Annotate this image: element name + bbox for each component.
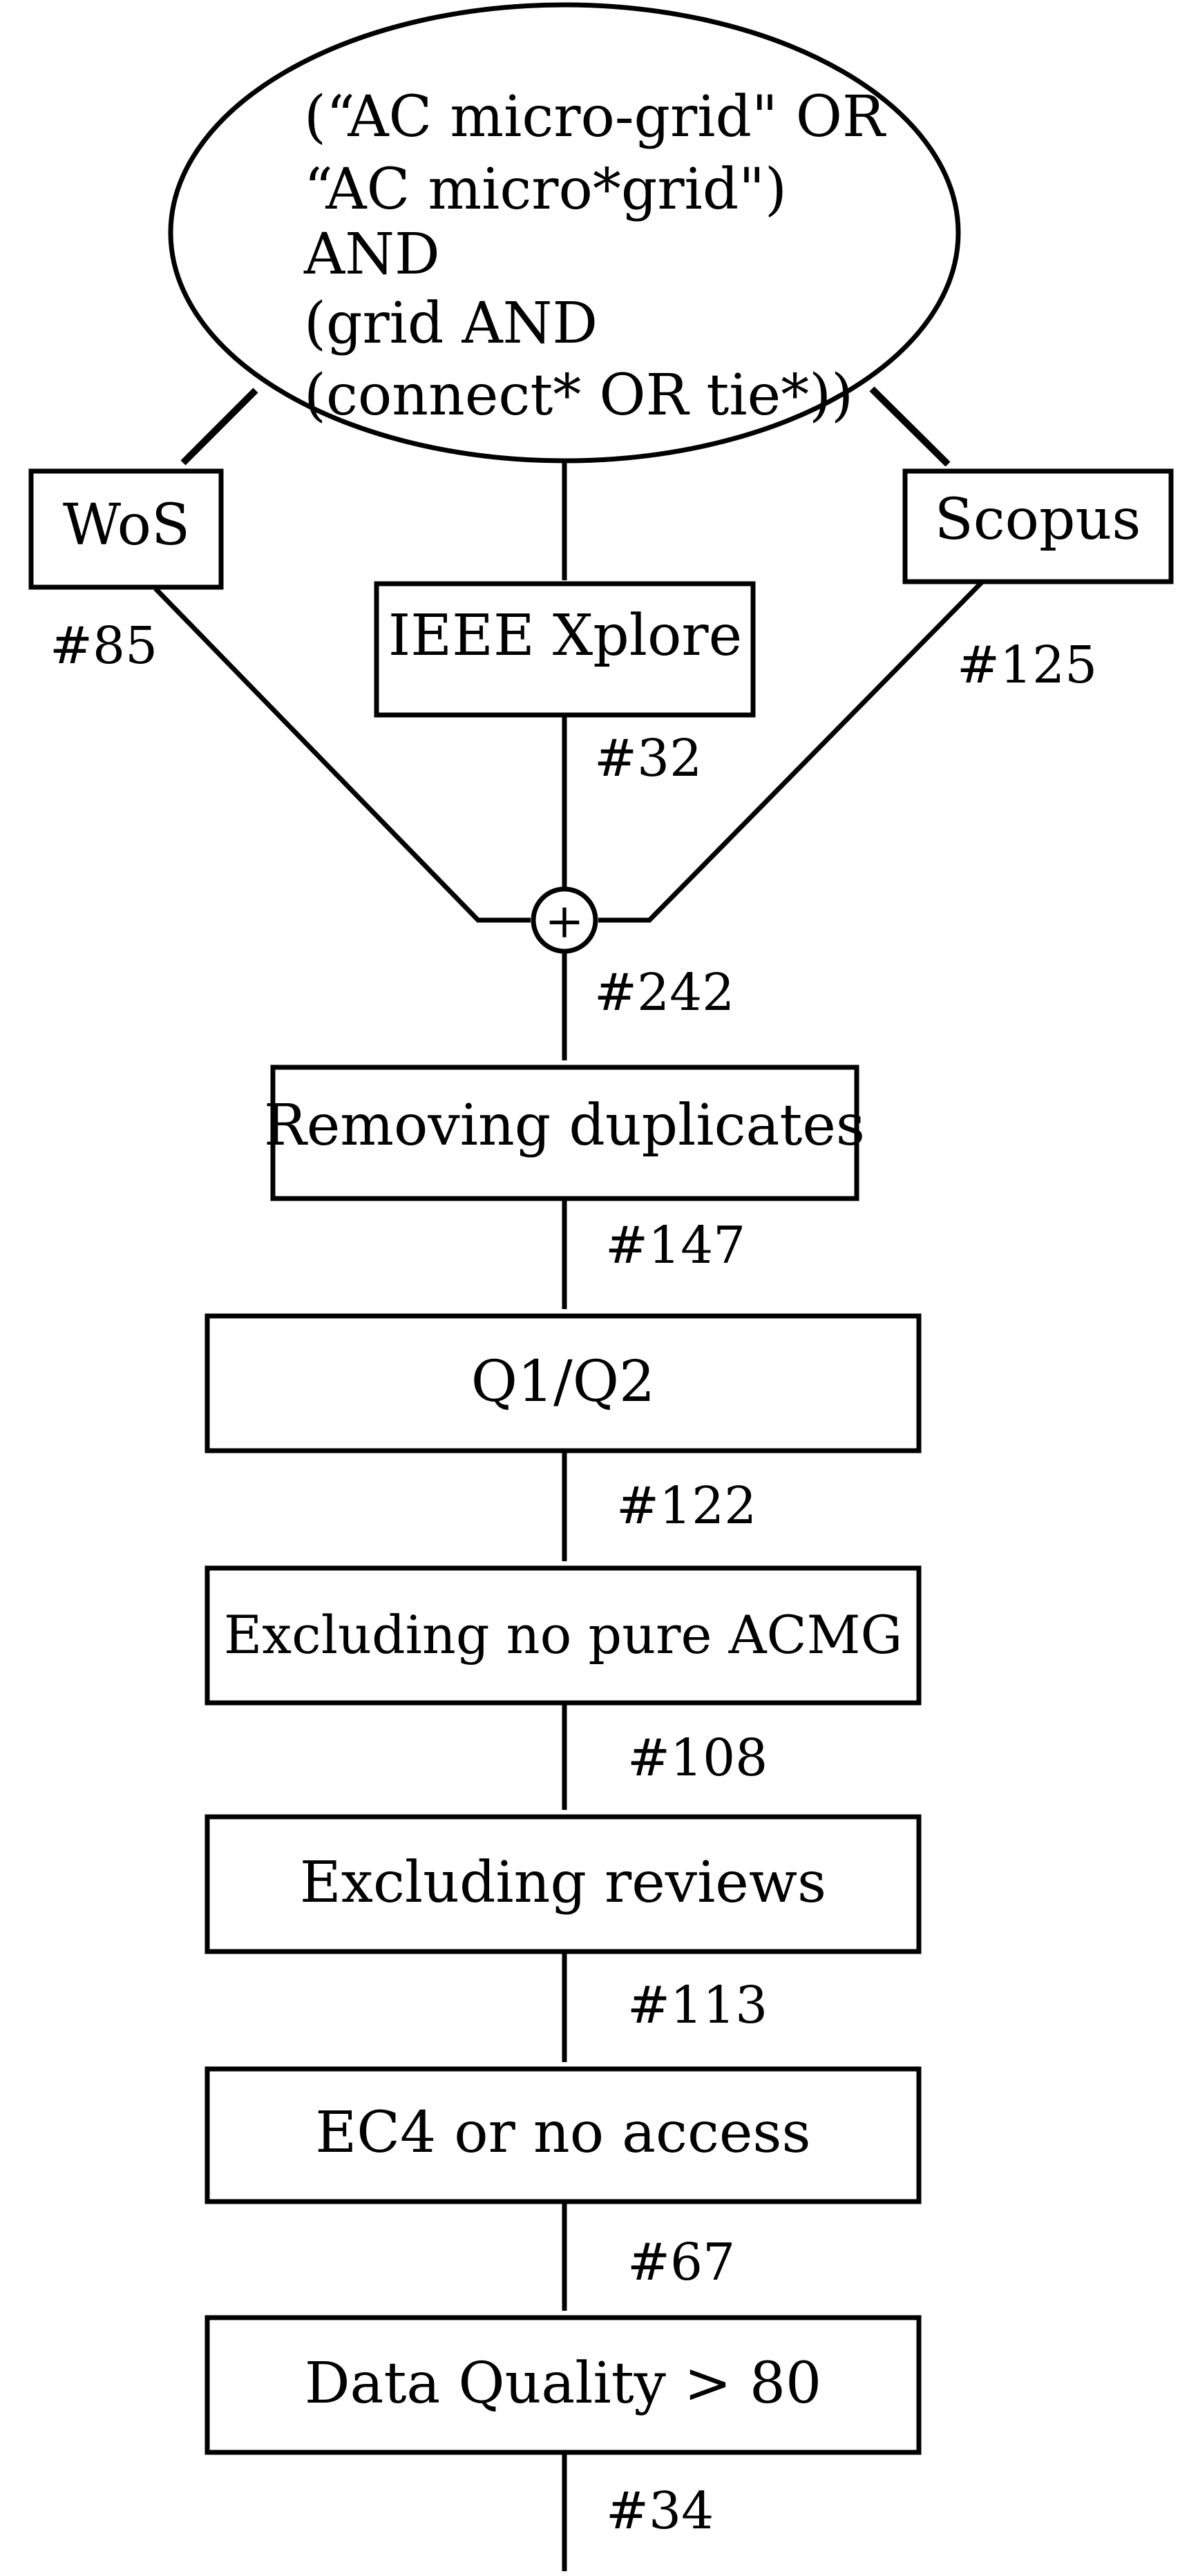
query-line-2: “AC micro*grid") [304, 157, 787, 222]
wos-label: WoS [63, 493, 190, 558]
step-6-label: Data Quality > 80 [305, 2351, 821, 2416]
step-3-node: Excluding no pure ACMG [204, 1565, 922, 1706]
step-5-box [204, 2066, 922, 2204]
step-5-label: EC4 or no access [315, 2100, 810, 2166]
step-3-label: Excluding no pure ACMG [224, 1604, 902, 1666]
query-node: (“AC micro-grid" OR “AC micro*grid") AND… [168, 2, 961, 464]
step-1-count: #147 [605, 1216, 745, 1275]
scopus-count: #125 [957, 636, 1097, 695]
merge-symbol: + [545, 895, 584, 949]
step-4-label: Excluding reviews [300, 1850, 826, 1916]
ieee-count: #32 [594, 729, 702, 788]
merge-count: #242 [594, 963, 734, 1022]
query-line-1: (“AC micro-grid" OR [304, 84, 886, 150]
step-2-label: Q1/Q2 [471, 1349, 655, 1415]
step-2-node: Q1/Q2 [204, 1313, 922, 1453]
step-3-count: #108 [627, 1728, 768, 1788]
scopus-label: Scopus [935, 487, 1141, 553]
merge-node: + [531, 886, 598, 954]
step-5-node: EC4 or no access [204, 2066, 922, 2204]
step-5-count: #67 [627, 2233, 735, 2292]
arrow-query-to-scopus [869, 386, 951, 467]
ieee-node: IEEE Xplore [374, 581, 756, 718]
arrow-query-to-wos [180, 388, 258, 466]
step-2-count: #122 [616, 1476, 757, 1536]
step-1-box [270, 1065, 859, 1201]
step-6-node: Data Quality > 80 [204, 2315, 922, 2455]
step-4-node: Excluding reviews [204, 1814, 922, 1954]
step-4-count: #113 [627, 1976, 768, 2035]
step-1-node: Removing duplicates [264, 1065, 865, 1201]
query-line-3: AND [303, 222, 440, 287]
query-line-5: (connect* OR tie*)) [304, 363, 853, 428]
wos-box [28, 468, 224, 590]
query-line-4: (grid AND [304, 291, 598, 356]
step-6-count: #34 [606, 2481, 714, 2541]
wos-count: #85 [50, 616, 158, 676]
step-1-label: Removing duplicates [264, 1093, 865, 1158]
arrow-wos-to-merge [153, 586, 531, 923]
step-4-box [204, 1814, 922, 1954]
scopus-node: Scopus [902, 468, 1174, 584]
wos-node: WoS [28, 468, 224, 590]
scopus-box [902, 468, 1174, 584]
ieee-label: IEEE Xplore [388, 603, 742, 669]
arrow-scopus-to-merge [598, 580, 985, 923]
step-6-box [204, 2315, 922, 2455]
